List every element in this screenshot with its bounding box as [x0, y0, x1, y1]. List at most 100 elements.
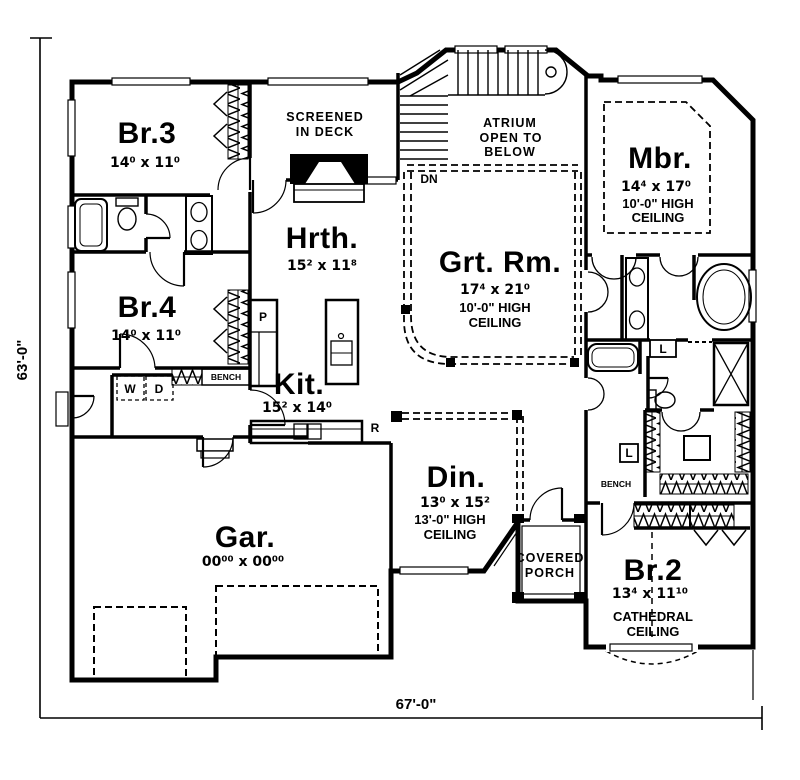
window-din-diag2 [493, 531, 518, 567]
window-deck-top [267, 77, 369, 86]
labels: Br.3 14⁰ x 11⁰ SCREENED IN DECK ATRIUM O… [14, 110, 694, 713]
window-atrium-1 [454, 45, 498, 54]
label-din-dims: 13⁰ x 15² [420, 495, 490, 511]
label-br4-name: Br.4 [118, 291, 177, 324]
br2-bay-arc [605, 650, 699, 665]
linen-closet-1 [649, 339, 677, 358]
window-br3-left [67, 99, 76, 157]
bath2-toilet [647, 389, 676, 411]
label-br2-note2: CEILING [627, 624, 680, 639]
label-linen-1: L [659, 342, 666, 356]
label-porch-1: COVERED [516, 551, 585, 565]
label-grt-dims: 17⁴ x 21⁰ [460, 282, 530, 298]
bath1-vanity [185, 195, 213, 255]
porch-detail [512, 514, 586, 603]
label-atrium-2: OPEN TO [479, 131, 542, 145]
washer-dryer [116, 375, 174, 401]
stair-rail-curl [544, 49, 568, 95]
closet-rods [171, 84, 751, 528]
window-br4-left [67, 271, 76, 329]
window-din-diag [489, 528, 514, 564]
mbr-tray-ceiling [603, 101, 711, 234]
bath1-tub [74, 198, 108, 252]
label-br2-note1: CATHEDRAL [613, 609, 693, 624]
master-closet-island [683, 435, 711, 461]
label-gar-dims: 00⁰⁰ x 00⁰⁰ [202, 554, 284, 570]
windows [67, 45, 757, 575]
label-deck-2: IN DECK [296, 125, 354, 139]
atrium-open-edge [407, 164, 578, 172]
bath2-tub [587, 343, 639, 372]
dryer-box [145, 375, 174, 401]
label-br3-dims: 14⁰ x 11⁰ [110, 155, 180, 171]
bench-mud-box [201, 368, 251, 386]
label-br2-name: Br.2 [624, 554, 683, 587]
dimension-lines [30, 37, 763, 730]
window-br3-top [111, 77, 191, 86]
label-br2-dims: 13⁴ x 11¹⁰ [612, 586, 688, 602]
label-grt-name: Grt. Rm. [439, 246, 561, 279]
label-kit-dims: 15² x 14⁰ [262, 400, 332, 416]
label-hrth-dims: 15² x 11⁸ [287, 258, 357, 274]
label-pantry: P [259, 310, 267, 324]
bath1-toilet [115, 197, 139, 231]
label-din-note1: 13'-0" HIGH [414, 512, 485, 527]
great-room-boundary-inner [410, 172, 574, 358]
garage-door-double [215, 585, 379, 659]
kitchen-sink [293, 423, 308, 440]
label-din-note2: CEILING [424, 527, 477, 542]
label-mbr-name: Mbr. [628, 142, 692, 175]
dining-boundary-top [391, 412, 514, 420]
label-grt-note2: CEILING [469, 315, 522, 330]
arched-openings [587, 256, 701, 432]
label-dryer: D [155, 382, 164, 396]
br2-bay-window [606, 643, 698, 652]
label-br3-name: Br.3 [118, 117, 177, 150]
kitchen-counter [249, 419, 364, 445]
label-washer: W [124, 382, 136, 396]
doors [71, 91, 747, 547]
label-br4-dims: 14⁰ x 11⁰ [111, 328, 181, 344]
linen-closet-2 [619, 443, 639, 463]
label-linen-2: L [625, 446, 632, 460]
staircase [399, 49, 568, 160]
label-bench-closet: BENCH [601, 479, 631, 489]
closet-door-chevrons [212, 91, 747, 547]
label-deck-1: SCREENED [286, 110, 363, 124]
dining-boundary-right [516, 416, 524, 520]
label-overall-depth: 63'-0" [14, 340, 31, 381]
label-atrium-1: ATRIUM [483, 116, 537, 130]
shower [712, 341, 750, 407]
kitchen-island [324, 298, 360, 386]
window-tub-right [748, 269, 757, 323]
label-stairs-down: DN [420, 172, 437, 186]
label-bench-mud: BENCH [211, 372, 241, 382]
fixtures [55, 84, 754, 700]
label-grt-note1: 10'-0" HIGH [459, 300, 530, 315]
master-vanity [625, 257, 649, 341]
side-stoop [55, 391, 69, 427]
window-din-bottom [399, 566, 469, 575]
label-din-name: Din. [427, 461, 486, 494]
garage-landing [196, 438, 234, 459]
washer-box [116, 375, 145, 401]
window-bath-left [67, 205, 76, 249]
dashed-boundaries [93, 101, 712, 682]
label-hrth-name: Hrth. [286, 222, 359, 255]
column-posts [391, 305, 579, 422]
label-mbr-dims: 14⁴ x 17⁰ [621, 179, 691, 195]
label-atrium-3: BELOW [484, 145, 536, 159]
garage-door-single [93, 606, 187, 682]
label-overall-width: 67'-0" [396, 696, 437, 713]
great-room-boundary-right [574, 172, 582, 364]
label-gar-name: Gar. [215, 521, 275, 554]
label-mbr-note2: CEILING [632, 210, 685, 225]
label-fridge: R [371, 421, 380, 435]
label-porch-2: PORCH [525, 566, 575, 580]
window-atrium-2 [504, 45, 548, 54]
label-kit-name: Kit. [274, 368, 324, 401]
window-mbr-top [617, 75, 703, 84]
fireplace [290, 154, 368, 203]
